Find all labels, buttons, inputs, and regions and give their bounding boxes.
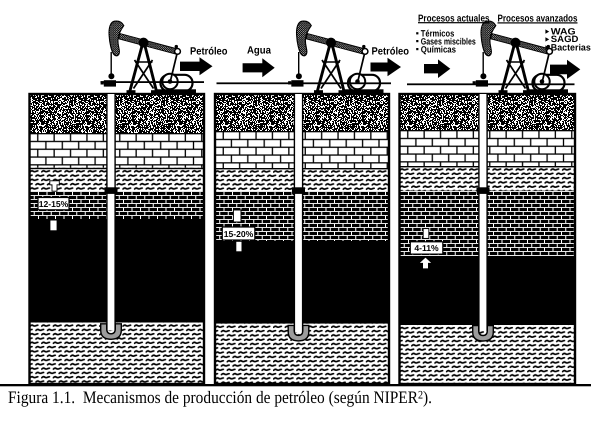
svg-text:15-20%: 15-20% <box>224 229 254 239</box>
svg-text:Figura 1.1. Mecanismos de pro: Figura 1.1. Mecanismos de producción de … <box>8 387 432 407</box>
svg-text:12-15%: 12-15% <box>39 199 69 209</box>
svg-text:Bacterias: Bacterias <box>551 42 591 52</box>
svg-text:Químicas: Químicas <box>421 44 456 54</box>
svg-text:SAGD: SAGD <box>551 34 579 44</box>
svg-text:Agua: Agua <box>247 44 271 56</box>
svg-text:Petróleo: Petróleo <box>190 45 228 57</box>
svg-text:WAG: WAG <box>551 26 576 36</box>
svg-text:Gases miscibles: Gases miscibles <box>421 36 476 46</box>
svg-text:Térmicos: Térmicos <box>421 29 455 39</box>
svg-text:Procesos avanzados: Procesos avanzados <box>498 14 578 25</box>
svg-text:4-11%: 4-11% <box>414 243 439 253</box>
svg-text:Petróleo: Petróleo <box>372 45 410 57</box>
svg-text:Procesos actuales: Procesos actuales <box>418 13 490 24</box>
